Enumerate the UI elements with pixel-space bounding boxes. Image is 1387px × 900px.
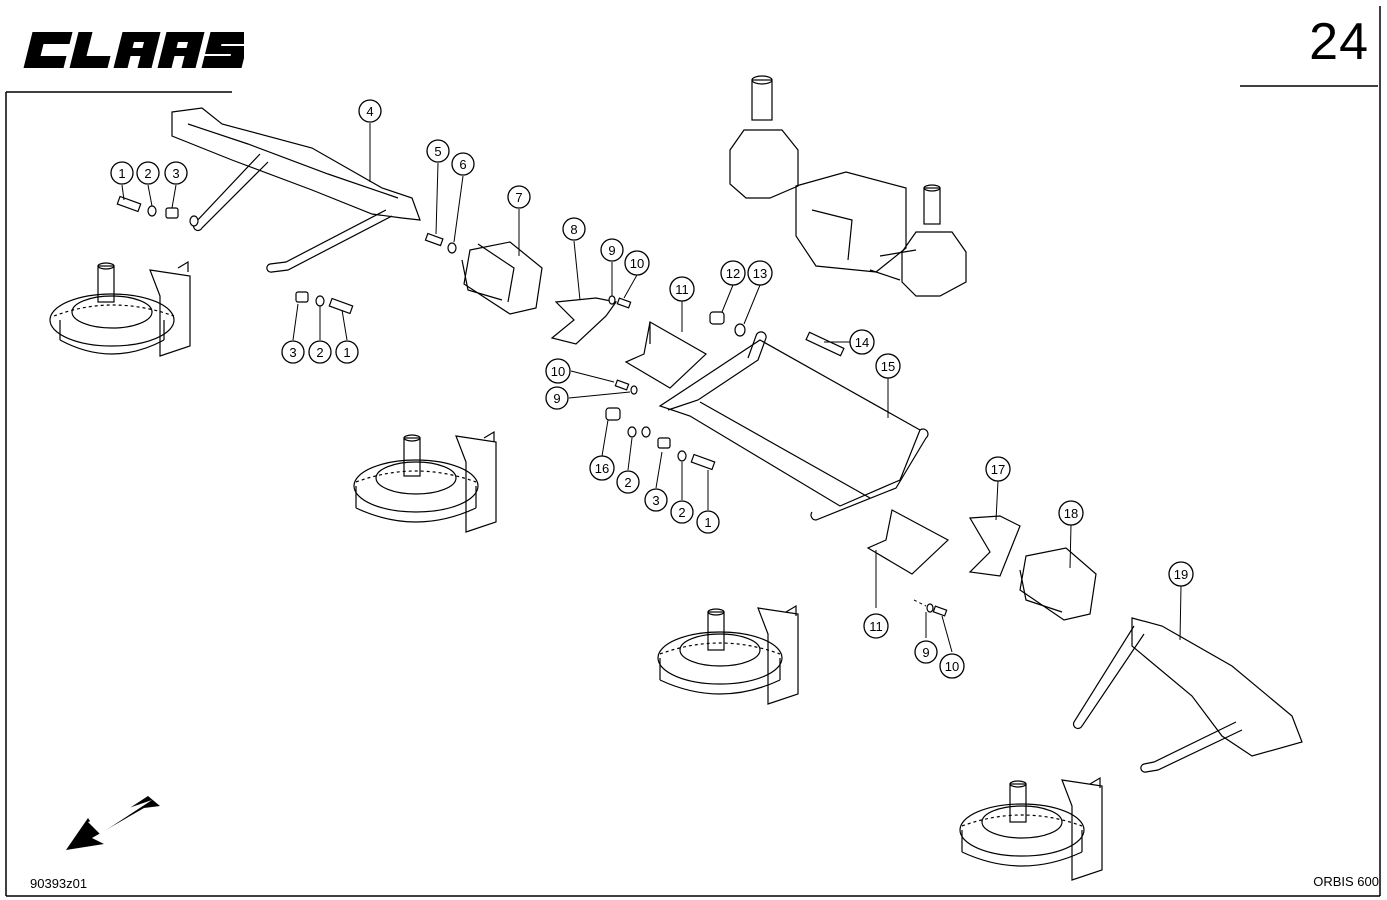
callout-7: 7 [507,185,531,209]
callout-2: 2 [670,500,694,524]
svg-text:11: 11 [869,619,883,634]
fasteners [116,195,948,617]
callout-6: 6 [451,152,475,176]
callouts: 1 2 3 4 5 6 7 8 9 10 11 12 13 3 2 1 10 9… [110,99,1194,679]
part-11-plate-upper [624,321,708,389]
part-7-bracket [461,241,543,315]
svg-text:3: 3 [652,493,659,508]
svg-text:10: 10 [945,659,959,674]
part-17-plate [968,515,1021,577]
page-number: 24 [1309,13,1369,71]
model-name: ORBIS 600 [1313,874,1379,889]
part-15-guard [658,331,929,521]
svg-text:17: 17 [991,462,1005,477]
callout-10: 10 [545,358,571,384]
svg-text:1: 1 [704,515,711,530]
svg-text:2: 2 [144,166,151,181]
svg-text:9: 9 [553,391,560,406]
callout-4: 4 [358,99,382,123]
svg-text:10: 10 [630,256,644,271]
callout-11: 11 [669,276,695,302]
callout-11: 11 [863,613,889,639]
svg-text:11: 11 [675,282,689,297]
svg-text:9: 9 [608,243,615,258]
callout-15: 15 [875,353,901,379]
callout-5: 5 [426,139,450,163]
svg-text:1: 1 [343,345,350,360]
rotor-gearbox-2 [353,430,497,533]
svg-text:7: 7 [515,190,522,205]
main-gearbox [729,75,967,297]
callout-3: 3 [164,161,188,185]
callout-8: 8 [562,217,586,241]
svg-text:13: 13 [753,266,767,281]
rotor-gearbox-3 [657,604,799,705]
svg-text:10: 10 [551,364,565,379]
svg-text:2: 2 [316,345,323,360]
callout-1: 1 [335,340,359,364]
callout-12: 12 [720,260,746,286]
callout-3: 3 [281,340,305,364]
part-4-guard [171,107,421,273]
svg-text:14: 14 [855,335,869,350]
callout-2: 2 [308,340,332,364]
svg-text:5: 5 [434,144,441,159]
callout-19: 19 [1168,561,1194,587]
part-11-plate-lower [866,509,950,575]
svg-text:19: 19 [1174,567,1188,582]
rotor-gearbox-1 [49,260,191,357]
callout-10: 10 [939,653,965,679]
rotor-gearbox-4 [959,776,1103,881]
part-19-guard [1072,617,1303,773]
svg-text:9: 9 [922,645,929,660]
callout-18: 18 [1058,500,1084,526]
callout-2: 2 [616,470,640,494]
direction-arrow-icon [66,796,160,850]
svg-text:4: 4 [366,104,373,119]
callout-1: 1 [110,161,134,185]
callout-9: 9 [914,640,938,664]
callout-2: 2 [136,161,160,185]
callout-9: 9 [545,386,569,410]
leader-lines [121,123,1182,653]
callout-10: 10 [624,250,650,276]
callout-14: 14 [849,329,875,355]
svg-text:16: 16 [595,461,609,476]
svg-text:6: 6 [459,157,466,172]
callout-13: 13 [747,260,773,286]
callout-16: 16 [589,455,615,481]
part-8-plate [550,297,618,345]
callout-17: 17 [985,456,1011,482]
svg-text:2: 2 [624,475,631,490]
svg-text:15: 15 [881,359,895,374]
callout-1: 1 [696,510,720,534]
svg-text:8: 8 [570,222,577,237]
claas-logo [23,32,244,68]
callout-3: 3 [644,488,668,512]
callout-9: 9 [600,238,624,262]
drawing-reference: 90393z01 [30,876,88,891]
svg-text:1: 1 [118,166,125,181]
svg-text:18: 18 [1064,506,1078,521]
svg-text:3: 3 [172,166,179,181]
svg-text:2: 2 [678,505,685,520]
part-18-bracket [1019,547,1097,621]
svg-text:3: 3 [289,345,296,360]
svg-text:12: 12 [726,266,740,281]
